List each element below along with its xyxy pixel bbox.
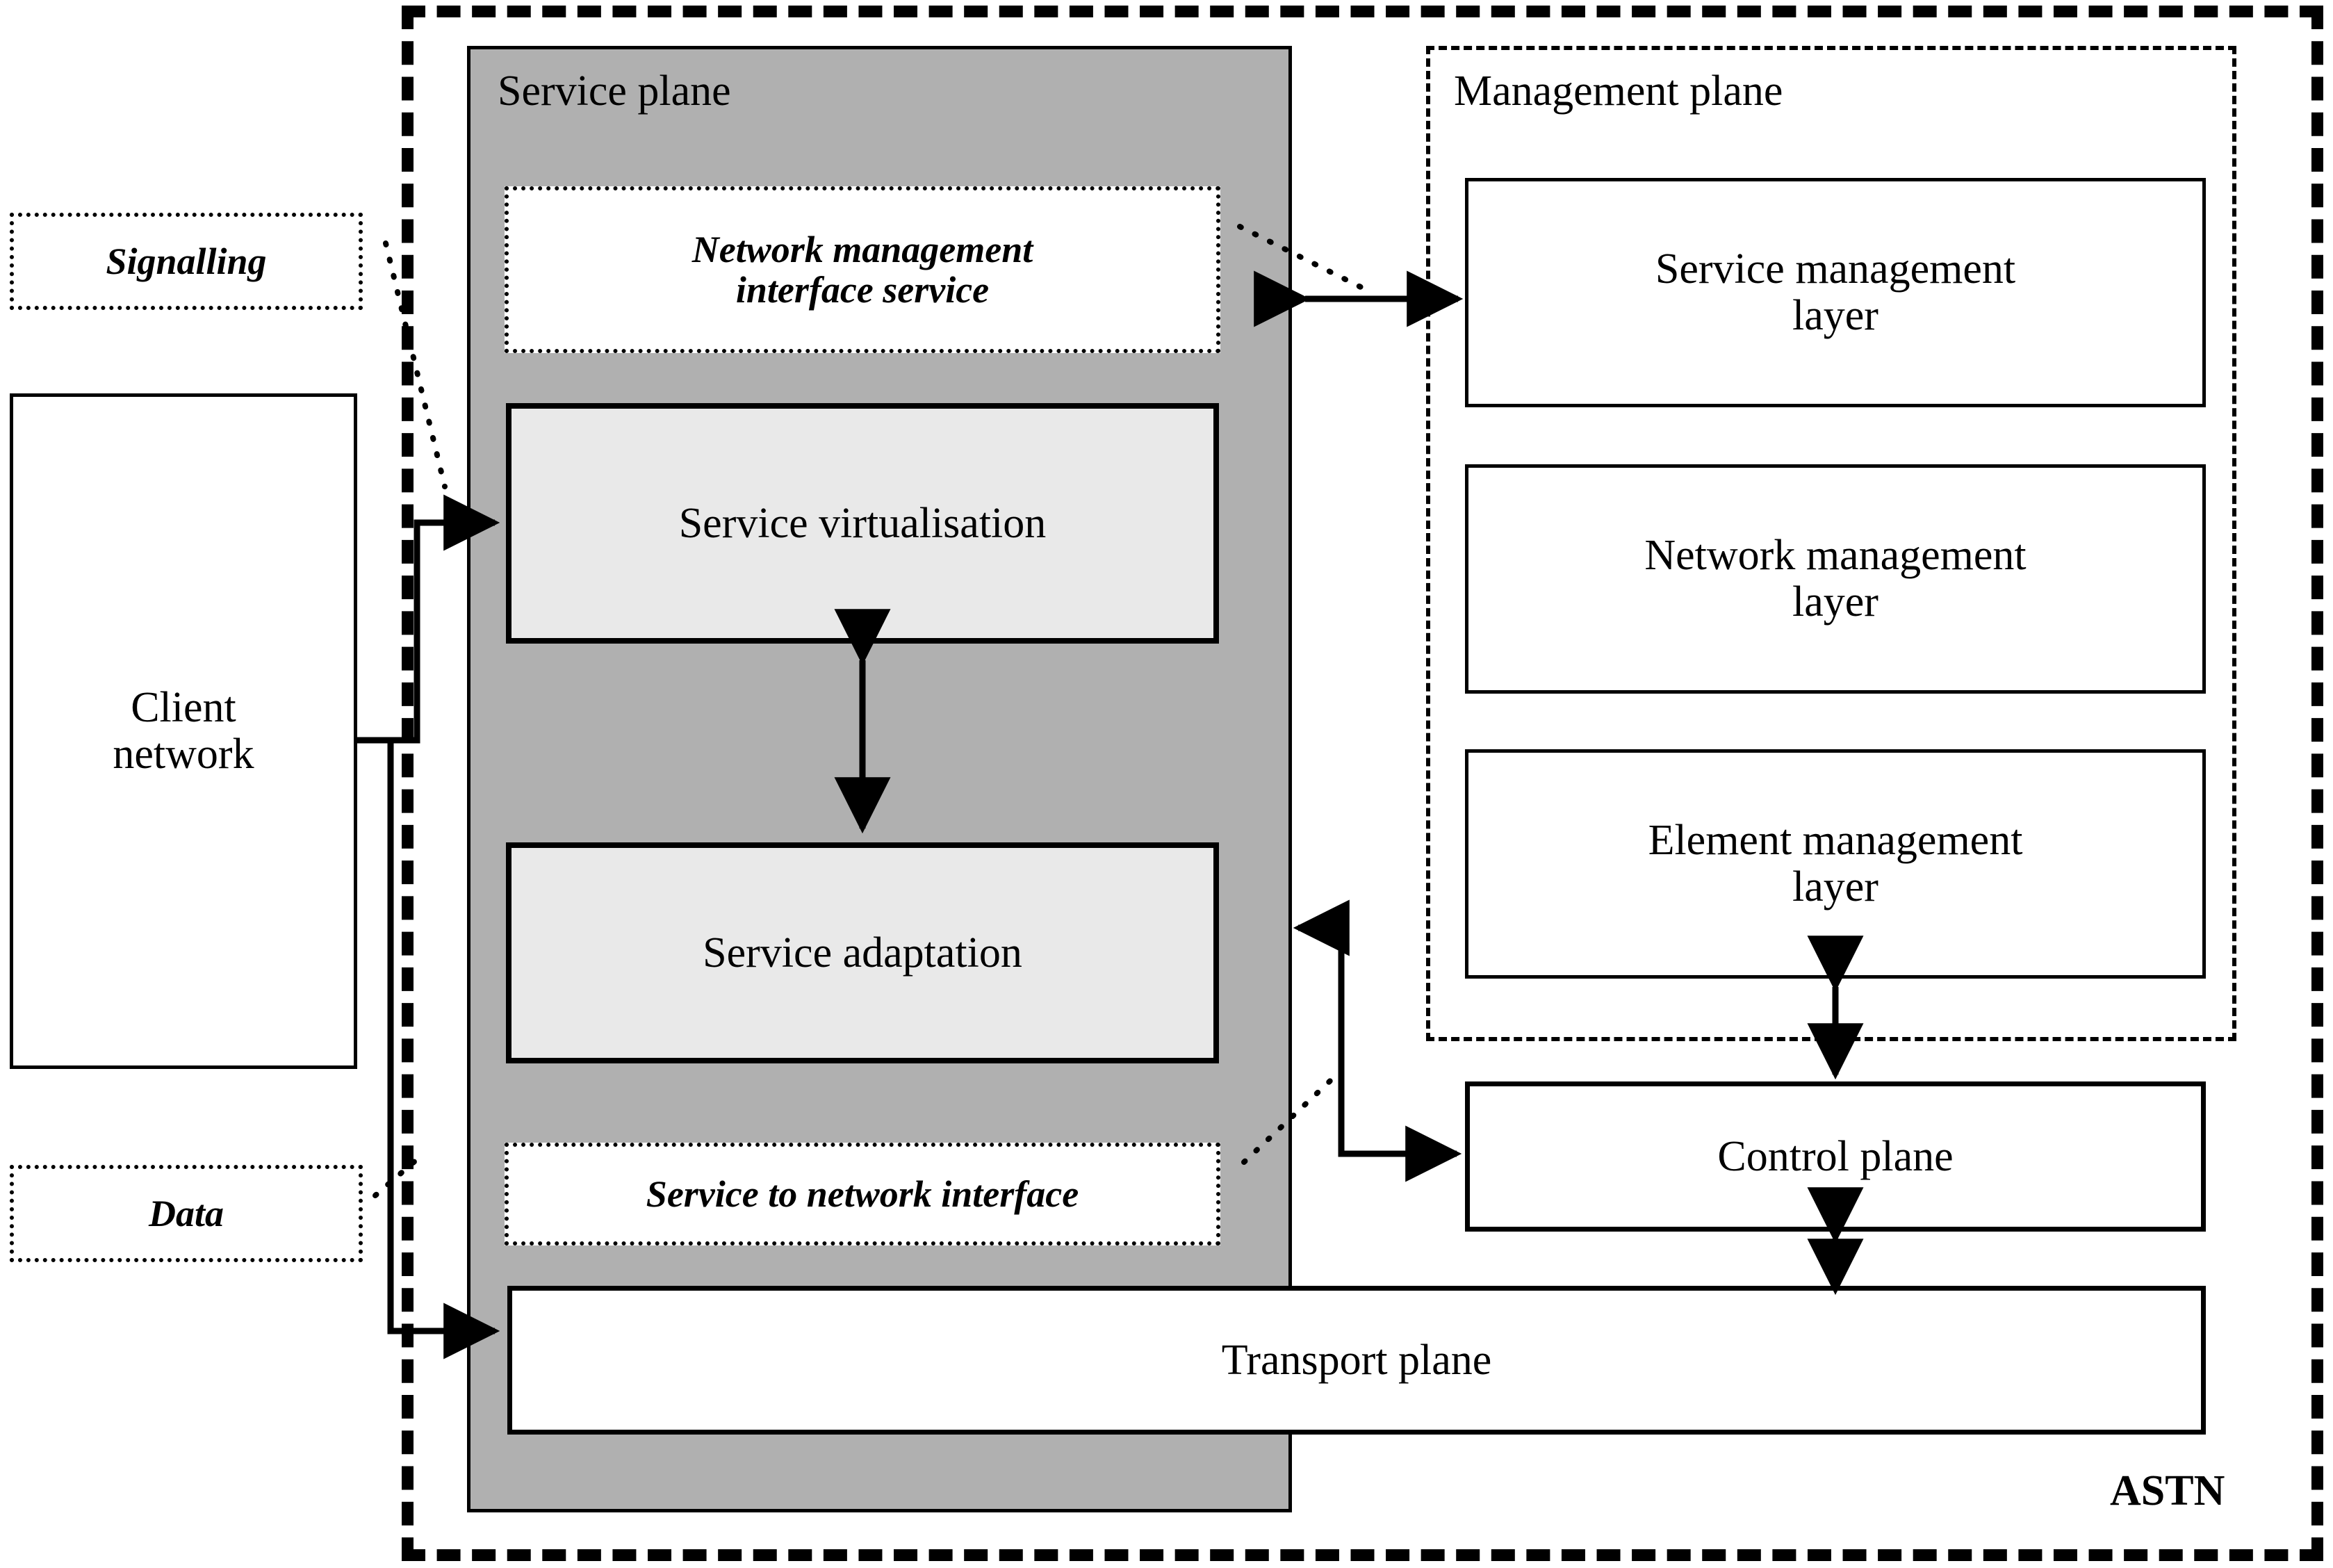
leader-network-management-interface bbox=[1237, 224, 1370, 293]
service-virtualisation-label: Service virtualisation bbox=[678, 499, 1047, 547]
arrow-client-to-service-virtualisation bbox=[357, 494, 500, 744]
element-management-layer-label: Element management layer bbox=[1648, 817, 2023, 910]
network-management-layer-label: Network management layer bbox=[1644, 532, 2027, 626]
service-plane-title: Service plane bbox=[498, 67, 731, 115]
network-management-interface-service-label: Network management interface service bbox=[691, 228, 1033, 311]
arrow-client-to-transport-plane bbox=[357, 737, 500, 1359]
arrow-service-adaptation-control-plane-link bbox=[1293, 899, 1462, 1182]
service-to-network-interface-label: Service to network interface bbox=[646, 1173, 1079, 1215]
astn-boundary bbox=[402, 6, 2323, 1561]
service-virtualisation-box[interactable]: Service virtualisation bbox=[506, 403, 1219, 644]
service-management-layer-box[interactable]: Service management layer bbox=[1465, 178, 2206, 407]
network-management-interface-service-box[interactable]: Network management interface service bbox=[505, 186, 1220, 353]
data-label: Data bbox=[149, 1192, 224, 1234]
network-management-layer-box[interactable]: Network management layer bbox=[1465, 464, 2206, 694]
signalling-label: Signalling bbox=[106, 240, 267, 282]
service-to-network-interface-box[interactable]: Service to network interface bbox=[505, 1143, 1220, 1246]
client-network-box[interactable]: Client network bbox=[10, 393, 357, 1069]
client-network-label: Client network bbox=[113, 684, 254, 778]
service-adaptation-label: Service adaptation bbox=[703, 929, 1022, 977]
data-tag[interactable]: Data bbox=[10, 1165, 363, 1262]
leader-service-to-network-interface bbox=[1241, 1068, 1344, 1165]
service-adaptation-box[interactable]: Service adaptation bbox=[506, 842, 1219, 1063]
transport-plane-label: Transport plane bbox=[1221, 1336, 1492, 1384]
leader-signalling bbox=[383, 240, 448, 489]
control-plane-label: Control plane bbox=[1717, 1132, 1954, 1180]
signalling-tag[interactable]: Signalling bbox=[10, 213, 363, 310]
leader-data bbox=[373, 1157, 420, 1198]
management-plane-title: Management plane bbox=[1454, 67, 1783, 115]
astn-label: ASTN bbox=[2110, 1467, 2225, 1514]
transport-plane-box[interactable]: Transport plane bbox=[507, 1286, 2206, 1435]
service-management-layer-label: Service management layer bbox=[1655, 245, 2016, 339]
